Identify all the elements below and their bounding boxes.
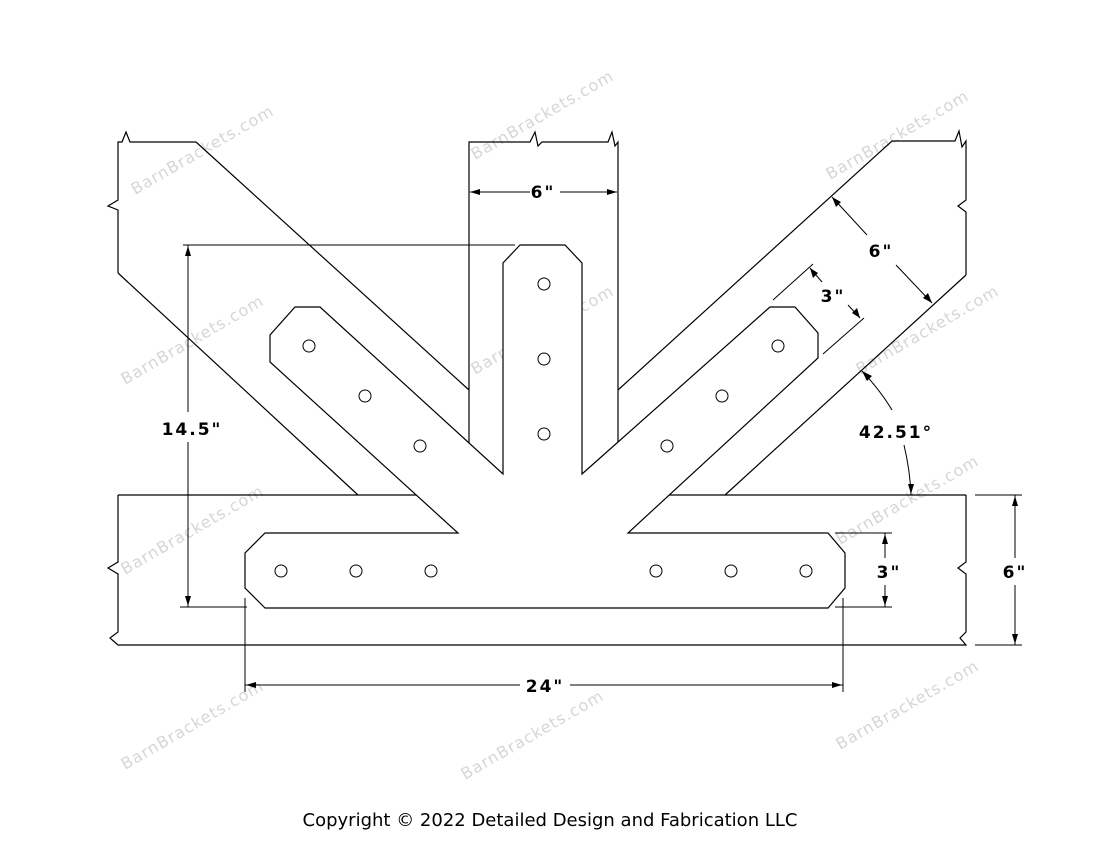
brace-plate-width-label: 3" [821, 287, 846, 307]
plate-height-label: 14.5" [162, 420, 223, 440]
plate-length-label: 24" [526, 677, 565, 697]
bolt-hole [413, 439, 427, 453]
brace-width-label: 6" [869, 242, 894, 262]
bolt-hole [302, 339, 316, 353]
copyright-text: Copyright © 2022 Detailed Design and Fab… [302, 810, 798, 831]
watermark-text: BarnBrackets.com [118, 291, 268, 388]
watermark-text: BarnBrackets.com [833, 451, 983, 548]
dimension-post-width: 6" [470, 183, 617, 203]
beam-width-label: 6" [1003, 563, 1028, 583]
brace-angle-label: 42.51° [859, 423, 933, 443]
dimension-beam-width: 6" [975, 494, 1028, 646]
post-width-label: 6" [531, 183, 556, 203]
dimension-brace-angle: 42.51° [859, 370, 933, 496]
post-timber [468, 129, 619, 460]
beam-timber [106, 494, 968, 646]
bolt-hole [715, 389, 729, 403]
bracket-plate [244, 244, 846, 609]
watermark-text: BarnBrackets.com [833, 656, 983, 753]
watermark-text: BarnBrackets.com [458, 686, 608, 783]
bolt-hole [358, 389, 372, 403]
beam-plate-width-label: 3" [877, 563, 902, 583]
watermark-text: BarnBrackets.com [823, 86, 973, 183]
bolt-hole [660, 439, 674, 453]
bolt-hole [424, 564, 438, 578]
bolt-hole [537, 277, 551, 291]
bolt-holes [274, 277, 813, 578]
watermark-text: BarnBrackets.com [468, 66, 618, 163]
watermark-text: BarnBrackets.com [128, 101, 278, 198]
bolt-hole [537, 427, 551, 441]
bolt-hole [649, 564, 663, 578]
bolt-hole [799, 564, 813, 578]
bolt-hole [274, 564, 288, 578]
right-brace-timber [617, 128, 967, 496]
dimension-beam-plate-width: 3" [835, 532, 902, 608]
dimension-plate-height: 14.5" [162, 244, 515, 608]
dimension-plate-length: 24" [244, 598, 844, 697]
dimension-brace-width: 6" [831, 196, 933, 304]
left-brace-timber [106, 130, 470, 496]
dimension-brace-plate-width: 3" [772, 263, 865, 355]
bolt-hole [724, 564, 738, 578]
bolt-hole [771, 339, 785, 353]
bolt-hole [537, 352, 551, 366]
bolt-hole [349, 564, 363, 578]
